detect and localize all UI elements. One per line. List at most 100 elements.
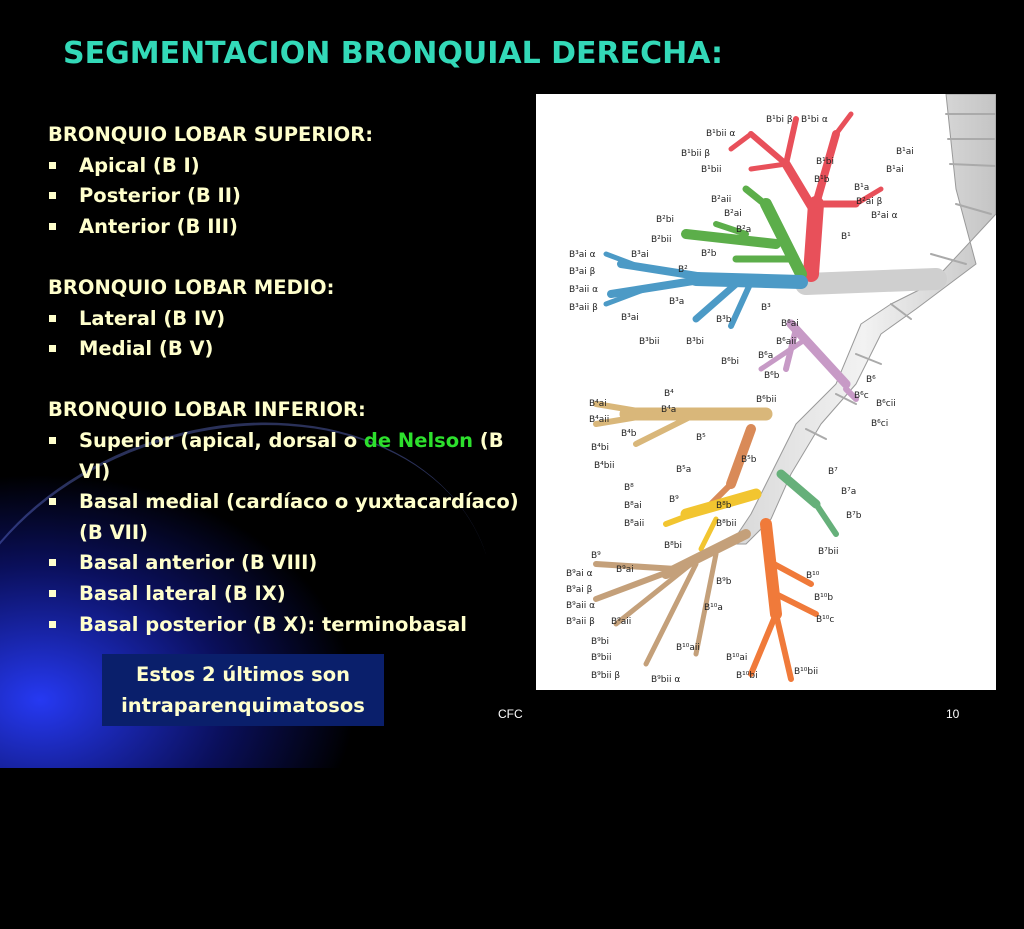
b2-branch-green — [681, 185, 807, 280]
figure-label: B¹bii — [701, 165, 722, 175]
figure-label: B⁶ — [866, 375, 876, 385]
figure-label: B¹⁰b — [814, 593, 833, 603]
page-number: 10 — [946, 707, 960, 721]
figure-label: B³aii β — [569, 303, 598, 313]
list-item: Posterior (B II) — [48, 181, 538, 212]
figure-label-layer: B¹bi β B¹bi α B¹bii α B¹bii β B¹bii B¹bi… — [566, 115, 914, 685]
b7-branch-green — [776, 469, 839, 537]
figure-label: B¹bi — [816, 157, 834, 167]
figure-label: B² — [678, 265, 688, 275]
figure-label: B⁷bii — [818, 547, 839, 557]
figure-label: B¹⁰ai — [726, 653, 747, 663]
figure-label: B⁹b — [716, 577, 732, 587]
section-heading-superior: BRONQUIO LOBAR SUPERIOR: — [48, 123, 374, 146]
figure-label: B⁶a — [758, 351, 773, 361]
b9-branch-tan — [593, 529, 751, 667]
figure-label: B¹⁰c — [816, 615, 834, 625]
list-item: Anterior (B III) — [48, 212, 538, 243]
figure-label: B⁹ — [669, 495, 679, 505]
figure-label: B³ — [761, 303, 771, 313]
figure-label: B⁹bi — [591, 637, 609, 647]
figure-label: B⁸ — [624, 483, 634, 493]
figure-label: B¹bii β — [681, 149, 710, 159]
list-item: Basal lateral (B IX) — [48, 579, 538, 610]
figure-label: B³a — [669, 297, 684, 307]
section-heading-inferior: BRONQUIO LOBAR INFERIOR: — [48, 398, 366, 422]
figure-label: B¹⁰ — [806, 571, 820, 581]
figure-label: B⁴a — [661, 405, 676, 415]
figure-label: B³ai α — [569, 250, 596, 260]
figure-label: B⁶bii — [756, 395, 777, 405]
figure-label: B⁹aii — [611, 617, 631, 627]
figure-label: B³ai — [631, 250, 649, 260]
list-superior: Apical (B I) Posterior (B II) Anterior (… — [48, 151, 538, 243]
note-box: Estos 2 últimos son intraparenquimatosos — [102, 654, 384, 726]
list-item: Medial (B V) — [48, 334, 538, 365]
figure-label: B⁸bi — [664, 541, 682, 551]
figure-label: B⁹bii α — [651, 675, 680, 685]
figure-label: B⁶c — [854, 391, 869, 401]
figure-label: B¹⁰a — [704, 603, 723, 613]
figure-label: B⁹aii β — [566, 617, 595, 627]
figure-label: B⁵b — [741, 455, 757, 465]
figure-label: B⁵ — [696, 433, 706, 443]
figure-label: B⁵a — [676, 465, 691, 475]
figure-label: B⁶bi — [721, 357, 739, 367]
list-item: Apical (B I) — [48, 151, 538, 182]
b4-branch-tan — [593, 401, 773, 447]
figure-label: B²bii — [651, 235, 672, 245]
figure-label: B⁹bii β — [591, 671, 620, 681]
footer-author: CFC — [498, 707, 523, 721]
figure-label: B¹bi α — [801, 115, 828, 125]
figure-label: B¹⁰bi — [736, 671, 758, 681]
list-item: Basal medial (cardíaco o yuxtacardíaco) … — [48, 487, 538, 548]
trachea-shape — [730, 94, 996, 545]
figure-label: B⁷b — [846, 511, 862, 521]
figure-label: B⁹aii α — [566, 601, 595, 611]
b10-branch-orange — [748, 518, 819, 682]
trachea-rings — [805, 113, 996, 440]
figure-label: B⁴ai — [589, 399, 607, 409]
figure-label: B³bii — [639, 337, 660, 347]
figure-label: B²a — [736, 225, 751, 235]
figure-label: B¹ai — [886, 165, 904, 175]
figure-label: B⁹ — [591, 551, 601, 561]
figure-label: B³ai β — [569, 267, 596, 277]
section-heading-medio: BRONQUIO LOBAR MEDIO: — [48, 275, 335, 299]
figure-label: B¹⁰aii — [676, 643, 700, 653]
figure-label: B³b — [716, 315, 732, 325]
figure-label: B⁴bi — [591, 443, 609, 453]
figure-label: B⁷a — [841, 487, 856, 497]
list-item: Lateral (B IV) — [48, 304, 538, 335]
figure-label: B²bi — [656, 215, 674, 225]
figure-label: B¹ai — [896, 147, 914, 157]
figure-label: B¹b — [814, 175, 830, 185]
list-inferior: Superior (apical, dorsal o de Nelson (B … — [48, 426, 538, 640]
figure-label: B⁸b — [716, 501, 732, 511]
figure-label: B²ai β — [856, 197, 883, 207]
bronchial-tree-svg: B¹bi β B¹bi α B¹bii α B¹bii β B¹bii B¹bi… — [566, 94, 996, 685]
list-medio: Lateral (B IV) Medial (B V) — [48, 304, 538, 365]
b3-branch-blue — [603, 251, 808, 329]
figure-label: B¹⁰bii — [794, 667, 818, 677]
list-item: Superior (apical, dorsal o de Nelson (B … — [48, 426, 538, 487]
slide-title: SEGMENTACION BRONQUIAL DERECHA: — [63, 36, 724, 71]
figure-label: B¹bii α — [706, 129, 735, 139]
figure-label: B⁸bii — [716, 519, 737, 529]
figure-label: B³aii α — [569, 285, 598, 295]
figure-label: B⁹ai — [616, 565, 634, 575]
figure-label: B⁴b — [621, 429, 637, 439]
list-item: Basal posterior (B X): terminobasal — [48, 610, 538, 641]
figure-label: B⁶ci — [871, 419, 888, 429]
upper-lobe-trunk — [795, 268, 947, 295]
figure-label: B¹a — [854, 183, 869, 193]
list-item: Basal anterior (B VIII) — [48, 548, 538, 579]
b8-branch-yellow — [663, 488, 762, 552]
list-item-text: Superior (apical, dorsal o — [79, 428, 364, 452]
figure-label: B⁶b — [764, 371, 780, 381]
highlight-text: de Nelson — [363, 428, 474, 452]
figure-label: B⁶cii — [876, 399, 896, 409]
bronchial-tree-figure: B¹bi β B¹bi α B¹bii α B¹bii β B¹bii B¹bi… — [536, 94, 996, 690]
figure-label: B⁴bii — [594, 461, 615, 471]
figure-label: B⁸aii — [624, 519, 644, 529]
